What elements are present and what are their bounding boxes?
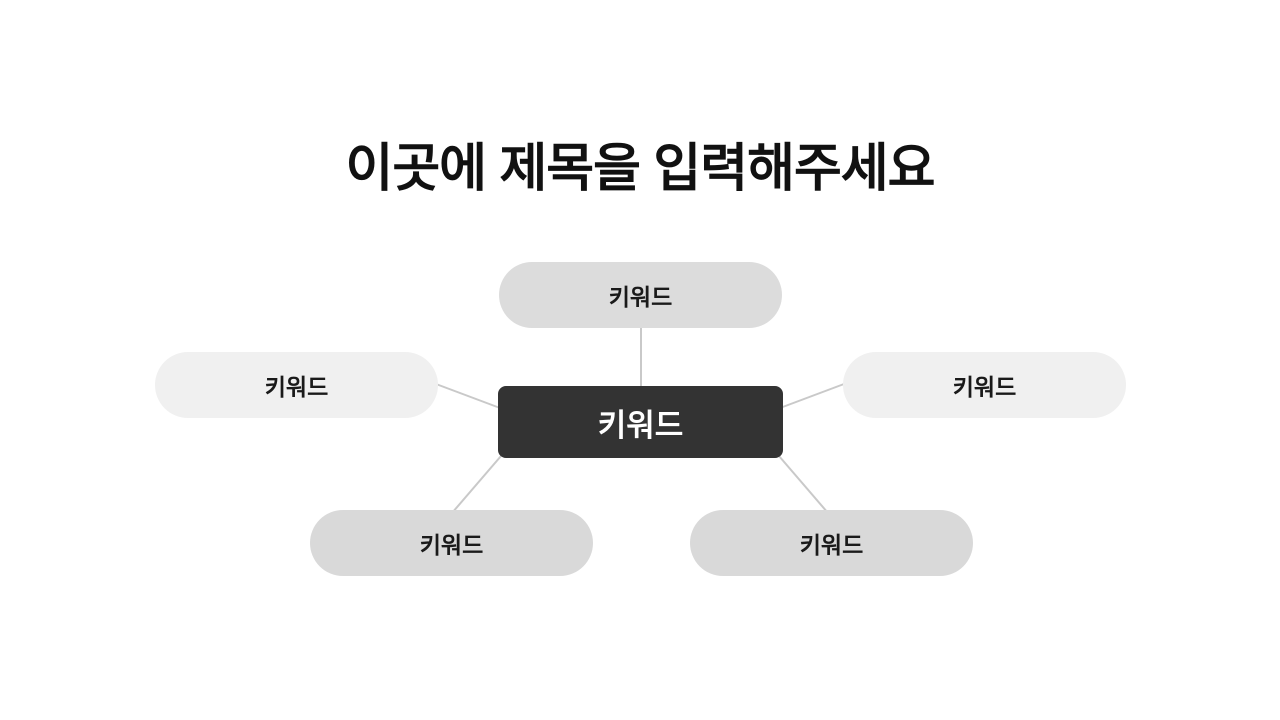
keyword-node-right-label: 키워드 [952, 374, 1017, 400]
keyword-node-bottom-right-label: 키워드 [799, 532, 864, 558]
keyword-node-bottom-left-label: 키워드 [419, 532, 484, 558]
keyword-node-left-label: 키워드 [264, 374, 329, 400]
keyword-node-bottom-right[interactable]: 키워드 [690, 510, 973, 576]
keyword-node-top[interactable]: 키워드 [499, 262, 782, 328]
keyword-node-top-label: 키워드 [608, 284, 673, 310]
connector-bottom-left [451, 455, 502, 514]
slide-title-placeholder[interactable]: 이곳에 제목을 입력해주세요 [345, 140, 936, 198]
keyword-node-bottom-left[interactable]: 키워드 [310, 510, 593, 576]
keyword-node-center[interactable]: 키워드 [498, 386, 783, 458]
connector-bottom-right [778, 455, 829, 514]
keyword-node-left[interactable]: 키워드 [155, 352, 438, 418]
connector-right [779, 383, 845, 409]
keyword-node-center-label: 키워드 [597, 407, 684, 443]
keyword-node-right[interactable]: 키워드 [843, 352, 1126, 418]
connector-left [435, 383, 501, 409]
